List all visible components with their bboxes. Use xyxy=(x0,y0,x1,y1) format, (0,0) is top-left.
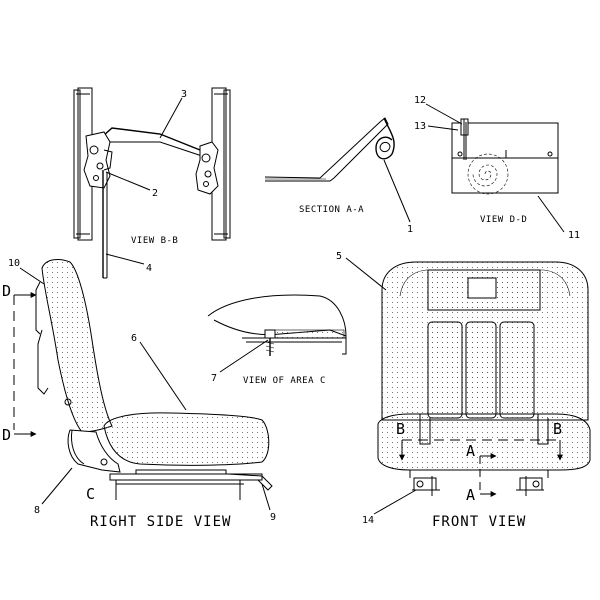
section-bb-marker xyxy=(399,439,563,461)
front-label-plate xyxy=(467,277,497,299)
view-dd-drawing xyxy=(451,118,559,195)
section-b-right: B xyxy=(553,420,562,438)
right-side-view-drawing xyxy=(35,259,273,500)
left-latch-bracket xyxy=(83,131,111,189)
view-area-c-label: VIEW OF AREA C xyxy=(243,376,326,386)
part-number-4: 4 xyxy=(146,263,152,274)
section-b-left: B xyxy=(396,420,405,438)
view-dd-label: VIEW D-D xyxy=(480,215,527,225)
part-number-1: 1 xyxy=(407,224,413,235)
stud-nut xyxy=(264,329,276,339)
part-number-14: 14 xyxy=(362,515,374,526)
part-number-9: 9 xyxy=(270,512,276,523)
part-number-12: 12 xyxy=(414,95,426,106)
part-number-10: 10 xyxy=(8,258,20,269)
view-bb-label: VIEW B-B xyxy=(131,236,178,246)
front-cushion xyxy=(377,413,591,471)
leader-lines xyxy=(19,97,565,515)
right-latch-bracket xyxy=(195,141,219,195)
area-c-marker: C xyxy=(86,485,95,503)
side-backrest xyxy=(41,259,113,433)
side-cushion xyxy=(103,412,270,466)
section-a-top: A xyxy=(466,442,475,460)
part-number-8: 8 xyxy=(34,505,40,516)
side-adjust-handle xyxy=(227,473,273,491)
right-side-view-label: RIGHT SIDE VIEW xyxy=(90,514,231,530)
section-aa-label: SECTION A-A xyxy=(299,205,364,215)
part-number-7: 7 xyxy=(211,373,217,384)
spring-clip xyxy=(264,117,389,182)
part-number-3: 3 xyxy=(181,89,187,100)
part-number-13: 13 xyxy=(414,121,426,132)
section-dd-marker xyxy=(13,292,37,437)
view-bb-drawing xyxy=(73,87,231,279)
front-view-label: FRONT VIEW xyxy=(432,514,526,530)
part-number-5: 5 xyxy=(336,251,342,262)
cushion-detail xyxy=(207,294,347,355)
part-number-6: 6 xyxy=(131,333,137,344)
mount-bracket-right xyxy=(516,476,544,496)
mount-bracket-left xyxy=(412,476,440,496)
section-a-bottom: A xyxy=(466,486,475,504)
view-area-c-drawing xyxy=(207,294,347,356)
part-number-2: 2 xyxy=(152,188,158,199)
section-d-bottom: D xyxy=(2,426,11,444)
section-d-top: D xyxy=(2,282,11,300)
front-view-drawing xyxy=(377,261,591,496)
section-aa-marker xyxy=(479,453,497,497)
part-number-11: 11 xyxy=(568,230,580,241)
section-aa-drawing xyxy=(264,117,395,182)
